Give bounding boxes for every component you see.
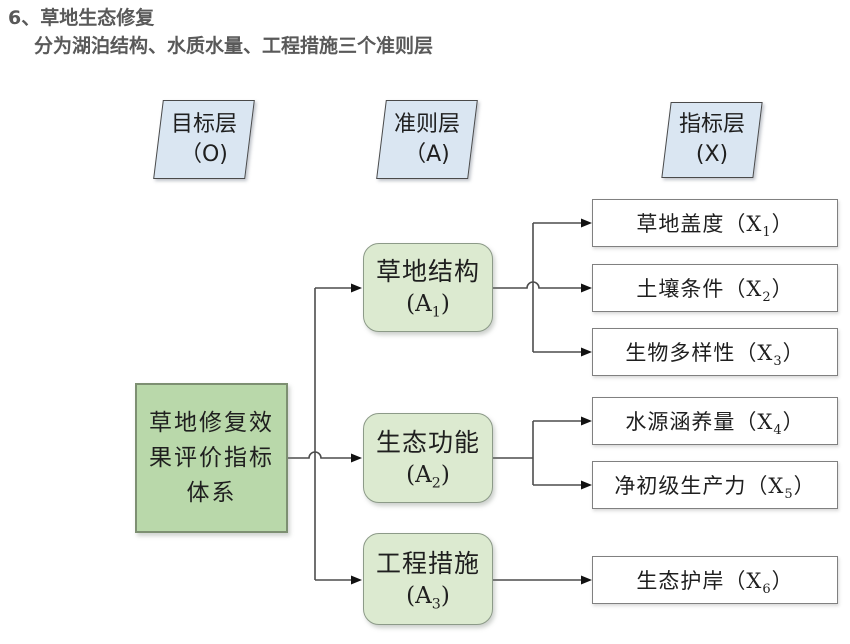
arrowhead-x6 [581,575,592,585]
layer-goal-title: 目标层 [170,111,237,137]
arrowhead-x1 [581,218,592,228]
layer-criteria-title: 准则层 [393,111,460,137]
goal-box: 草地修复效 果评价指标 体系 [135,383,288,533]
layer-criteria-code: （A) [404,141,450,167]
heading: 6、草地生态修复 分为湖泊结构、水质水量、工程措施三个准则层 [8,4,433,60]
criterion-box-a1: 草地结构 (A1) [363,243,493,332]
arrowhead-a3 [351,575,362,585]
layer-goal-code: （O) [180,141,228,167]
layer-label-criteria: 准则层 （A) [376,100,478,179]
goal-box-label: 草地修复效 果评价指标 体系 [149,409,274,506]
criterion-a1-name: 草地结构 [375,257,480,286]
indicator-box-x2: 土壤条件（X2） [592,264,838,312]
indicator-x5-label: 净初级生产力（X5） [614,474,816,503]
criterion-box-a3: 工程措施 (A3) [363,533,493,625]
indicator-box-x3: 生物多样性（X3） [592,328,838,376]
criterion-a2-code: (A2) [406,461,450,492]
heading-subtitle: 分为湖泊结构、水质水量、工程措施三个准则层 [34,35,434,57]
indicator-x3-label: 生物多样性（X3） [625,341,805,370]
indicator-box-x6: 生态护岸（X6） [592,556,838,604]
indicator-x4-label: 水源涵养量（X4） [625,410,805,439]
heading-title: 6、草地生态修复 [8,7,155,29]
connector-goal-a2 [288,451,351,459]
criterion-a1-code: (A1) [406,291,450,321]
indicator-x6-label: 生态护岸（X6） [636,569,794,598]
arrowhead-x3 [581,347,592,357]
arrowhead-a1 [351,283,362,293]
arrowhead-x4 [581,416,592,426]
criterion-box-a2: 生态功能 (A2) [363,413,493,503]
connector-a1-exit [493,281,581,289]
arrowhead-x5 [581,480,592,490]
arrowhead-a2 [351,453,362,463]
layer-label-indicator: 指标层 (X) [661,102,763,178]
layer-indicator-code: (X) [695,142,729,167]
criterion-a3-code: (A3) [406,582,450,613]
indicator-x1-label: 草地盖度（X1） [636,212,794,241]
criterion-a2-name: 生态功能 [375,427,480,457]
indicator-x2-label: 土壤条件（X2） [636,277,794,306]
indicator-box-x1: 草地盖度（X1） [592,199,838,247]
indicator-box-x5: 净初级生产力（X5） [592,461,838,509]
indicator-box-x4: 水源涵养量（X4） [592,397,838,445]
criterion-a3-name: 工程措施 [375,548,480,578]
arrowhead-x2 [581,283,592,293]
layer-label-goal: 目标层 （O) [153,100,255,179]
layer-indicator-title: 指标层 [678,112,745,137]
